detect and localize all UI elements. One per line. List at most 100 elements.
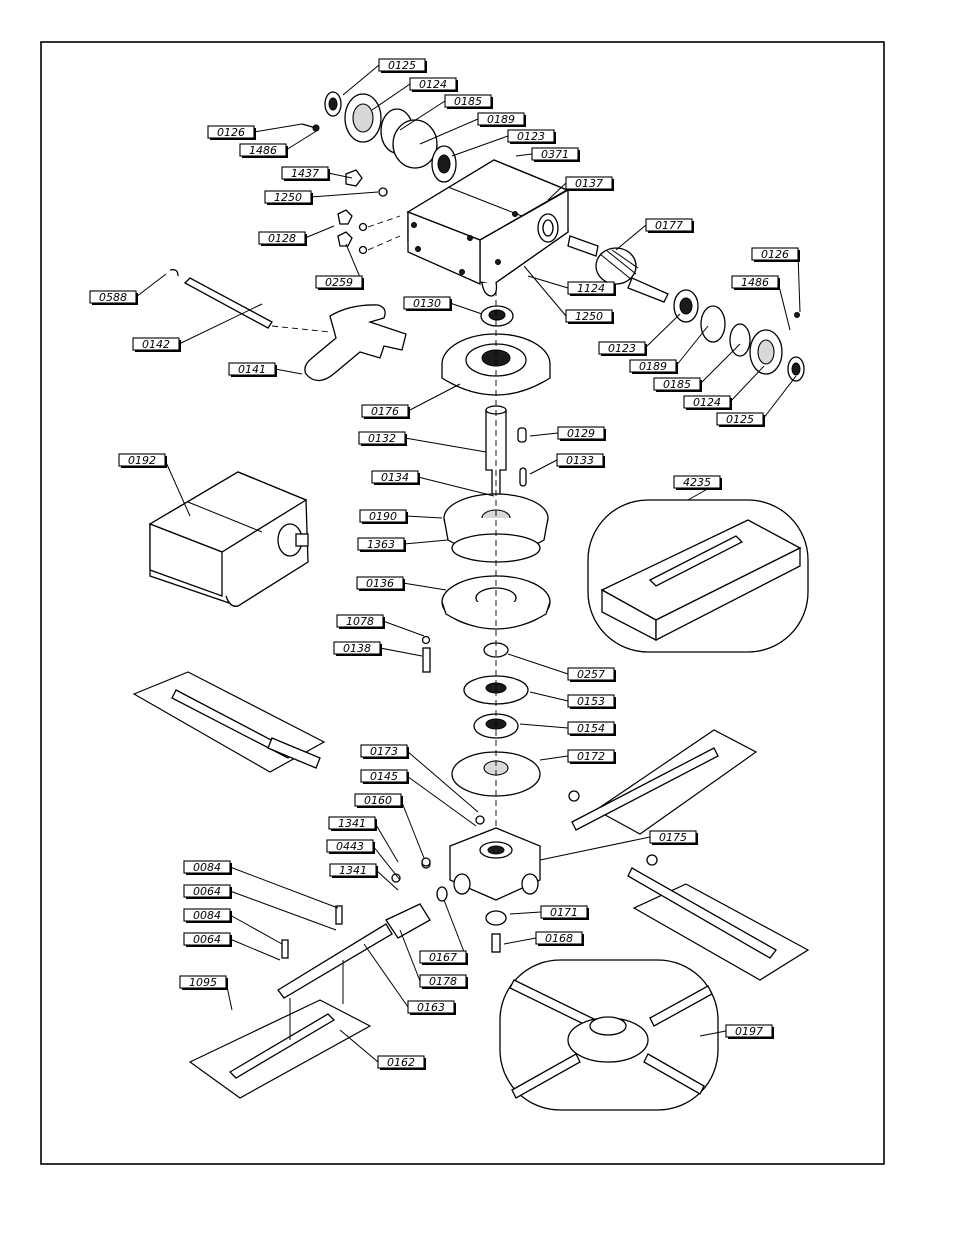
arm-assembly-upper-right bbox=[568, 729, 758, 835]
part-number-label: 1437 bbox=[291, 167, 319, 180]
tag-box bbox=[567, 694, 615, 708]
tag-box bbox=[751, 247, 799, 261]
tag-leader bbox=[403, 539, 449, 545]
part-number-label: 0125 bbox=[388, 59, 416, 72]
tag-leader bbox=[402, 582, 447, 591]
tag-leader bbox=[342, 64, 380, 96]
tag-leader bbox=[509, 911, 542, 915]
tag-leader bbox=[229, 890, 337, 931]
tag-box bbox=[535, 931, 583, 945]
part-number-label: 1124 bbox=[577, 282, 605, 295]
worm-gear bbox=[441, 333, 551, 396]
part-tag: 1250 bbox=[264, 190, 379, 205]
part-number-label: 0163 bbox=[417, 1001, 445, 1014]
part-number-label: 0130 bbox=[413, 297, 441, 310]
part-number-label: 0172 bbox=[577, 750, 605, 763]
tag-box bbox=[645, 218, 693, 232]
arm-assembly-upper-left bbox=[132, 671, 326, 773]
part-tag: 0125 bbox=[342, 58, 427, 96]
part-number-label: 0145 bbox=[370, 770, 398, 783]
part-tag: 0142 bbox=[132, 303, 263, 352]
tag-leader bbox=[615, 224, 647, 251]
tag-box bbox=[89, 290, 137, 304]
tag-leader bbox=[405, 515, 443, 519]
tag-leader bbox=[339, 1029, 379, 1063]
tag-leader bbox=[547, 182, 567, 201]
callout-0197 bbox=[499, 959, 719, 1111]
tag-box bbox=[407, 1000, 455, 1014]
part-tag: 0175 bbox=[539, 830, 698, 861]
arm-assembly-right bbox=[627, 854, 810, 981]
part-number-label: 0136 bbox=[366, 577, 394, 590]
part-tag: 0154 bbox=[519, 721, 616, 736]
tag-leader bbox=[443, 899, 467, 958]
tag-leader bbox=[371, 83, 411, 111]
part-tag: 0185 bbox=[653, 343, 741, 392]
part-tag: 0130 bbox=[403, 296, 483, 315]
tag-box bbox=[258, 231, 306, 245]
tag-box bbox=[118, 453, 166, 467]
part-tag: 0123 bbox=[451, 129, 556, 157]
part-number-label: 0192 bbox=[128, 454, 156, 467]
part-tag: 0153 bbox=[529, 691, 616, 709]
tag-box bbox=[556, 453, 604, 467]
tag-box bbox=[207, 125, 255, 139]
tag-box bbox=[653, 377, 701, 391]
part-number-label: 0123 bbox=[517, 130, 545, 143]
tag-leader bbox=[407, 383, 461, 412]
part-tag: 0160 bbox=[354, 793, 425, 859]
part-tag: 1341 bbox=[328, 816, 399, 863]
part-tag: 4235 bbox=[673, 475, 722, 501]
part-number-label: 0124 bbox=[693, 396, 721, 409]
tag-box bbox=[378, 58, 426, 72]
part-number-label: 0154 bbox=[577, 722, 605, 735]
housing-nuts bbox=[337, 209, 401, 255]
part-number-label: 0142 bbox=[142, 338, 170, 351]
tag-box bbox=[326, 839, 374, 853]
part-number-label: 0126 bbox=[761, 248, 789, 261]
part-number-label: 0178 bbox=[429, 975, 457, 988]
tag-box bbox=[567, 721, 615, 735]
part-tag: 0141 bbox=[228, 362, 303, 377]
tag-box bbox=[716, 412, 764, 426]
part-tag: 0137 bbox=[547, 176, 614, 201]
tag-box bbox=[264, 190, 312, 204]
part-number-label: 0168 bbox=[545, 932, 573, 945]
tag-leader bbox=[797, 253, 801, 313]
tag-leader bbox=[229, 866, 339, 909]
drawing-frame bbox=[40, 41, 885, 1165]
part-number-label: 1078 bbox=[346, 615, 374, 628]
tag-box bbox=[333, 641, 381, 655]
shaft-0132 bbox=[485, 405, 527, 495]
part-number-label: 0137 bbox=[575, 177, 603, 190]
part-number-label: 0171 bbox=[550, 906, 578, 919]
part-tag: 0138 bbox=[333, 641, 423, 657]
tag-box bbox=[359, 509, 407, 523]
tag-box bbox=[567, 667, 615, 681]
tag-box bbox=[403, 296, 451, 310]
assembled-gearbox bbox=[148, 471, 309, 607]
tag-box bbox=[565, 176, 613, 190]
tag-box bbox=[477, 112, 525, 126]
tag-box bbox=[328, 816, 376, 830]
tag-box bbox=[567, 749, 615, 763]
tag-leader bbox=[406, 775, 477, 827]
part-tag: 1095 bbox=[179, 975, 233, 1011]
tag-leader bbox=[399, 929, 421, 982]
tag-leader bbox=[523, 265, 567, 317]
part-tag: 0176 bbox=[361, 383, 461, 419]
part-tag: 0185 bbox=[399, 94, 493, 131]
tag-box bbox=[336, 614, 384, 628]
part-number-label: 0443 bbox=[336, 840, 364, 853]
part-tag: 0178 bbox=[399, 929, 468, 989]
part-tag: 0162 bbox=[339, 1029, 426, 1070]
part-tag: 0124 bbox=[371, 77, 458, 111]
part-number-label: 0189 bbox=[487, 113, 515, 126]
tag-box bbox=[179, 975, 227, 989]
tag-leader bbox=[372, 845, 401, 881]
part-number-label: 0064 bbox=[193, 933, 221, 946]
tag-leader bbox=[406, 750, 479, 813]
tag-leader bbox=[404, 437, 487, 453]
tag-leader bbox=[451, 135, 509, 157]
